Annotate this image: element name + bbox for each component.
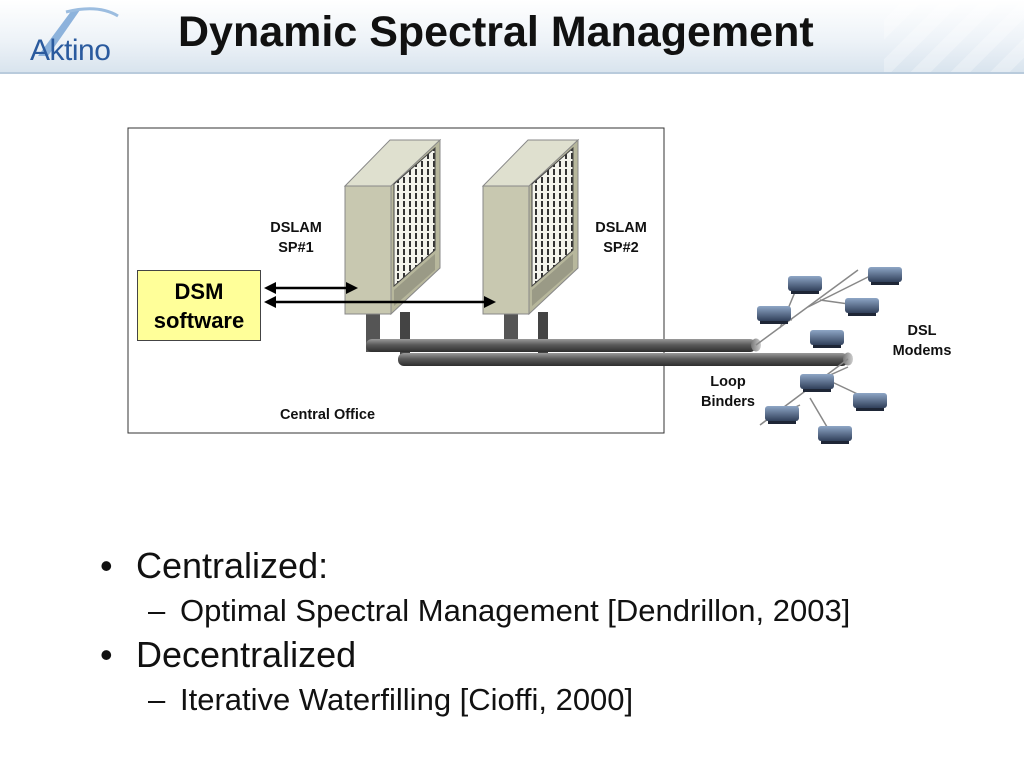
- central-office-frame: [127, 127, 665, 434]
- dsl-modems-label: DSL Modems: [876, 321, 968, 361]
- sub-bullet-item: –Iterative Waterfilling [Cioffi, 2000]: [148, 682, 968, 718]
- dsl-modems-line1: DSL: [907, 323, 937, 339]
- dslam2-label-line2: SP#2: [603, 240, 639, 256]
- central-office-label: Central Office: [279, 407, 376, 423]
- loop-binders-line2: Binders: [701, 394, 755, 410]
- control-arrow-to-dslam1: [264, 282, 358, 294]
- dslam2-cabinet: [481, 138, 580, 316]
- page-title: Dynamic Spectral Management: [178, 8, 814, 56]
- loop-binders-line1: Loop: [710, 374, 746, 390]
- dsm-software-line1: DSM: [174, 279, 224, 304]
- dslam1-label-line1: DSLAM: [270, 220, 322, 236]
- logo-text: Aktino: [30, 34, 111, 67]
- dslam2-leg: [538, 312, 548, 356]
- bullet-marker: •: [100, 545, 113, 586]
- bullet-marker: •: [100, 634, 113, 675]
- bullet-text: Decentralized: [136, 634, 357, 675]
- bullet-item: • Decentralized: [100, 634, 920, 676]
- dslam1-cabinet: [343, 138, 442, 316]
- logo-swoosh-icon: [38, 7, 119, 56]
- bullet-text: Centralized:: [136, 545, 329, 586]
- sub-bullet-marker: –: [148, 682, 166, 717]
- bullet-item: • Centralized:: [100, 545, 920, 587]
- loop-binders-label: Loop Binders: [684, 372, 772, 412]
- loop-binder-cable-2: [398, 353, 848, 366]
- dsl-modem-group: [757, 267, 902, 444]
- control-arrow-to-dslam2: [264, 296, 496, 308]
- sub-bullet-text: Optimal Spectral Management [Dendrillon,…: [180, 593, 851, 628]
- sub-bullet-item: –Optimal Spectral Management [Dendrillon…: [148, 593, 968, 629]
- aktino-logo: Aktino: [8, 6, 143, 67]
- slide-header: Aktino Dynamic Spectral Management: [0, 0, 1024, 74]
- dsm-software-box: DSM software: [137, 270, 261, 341]
- dslam1-label: DSLAM SP#1: [256, 218, 336, 258]
- sub-bullet-marker: –: [148, 593, 166, 628]
- dslam2-leg: [504, 312, 518, 342]
- sub-bullet-text: Iterative Waterfilling [Cioffi, 2000]: [180, 682, 634, 717]
- dslam2-label-line1: DSLAM: [595, 220, 647, 236]
- dslam1-leg: [400, 312, 410, 358]
- dsl-modems-line2: Modems: [892, 343, 952, 359]
- dsm-software-line2: software: [153, 308, 245, 333]
- dslam2-label: DSLAM SP#2: [581, 218, 661, 258]
- loop-binder-cable-1: [366, 339, 756, 352]
- dslam1-label-line2: SP#1: [278, 240, 314, 256]
